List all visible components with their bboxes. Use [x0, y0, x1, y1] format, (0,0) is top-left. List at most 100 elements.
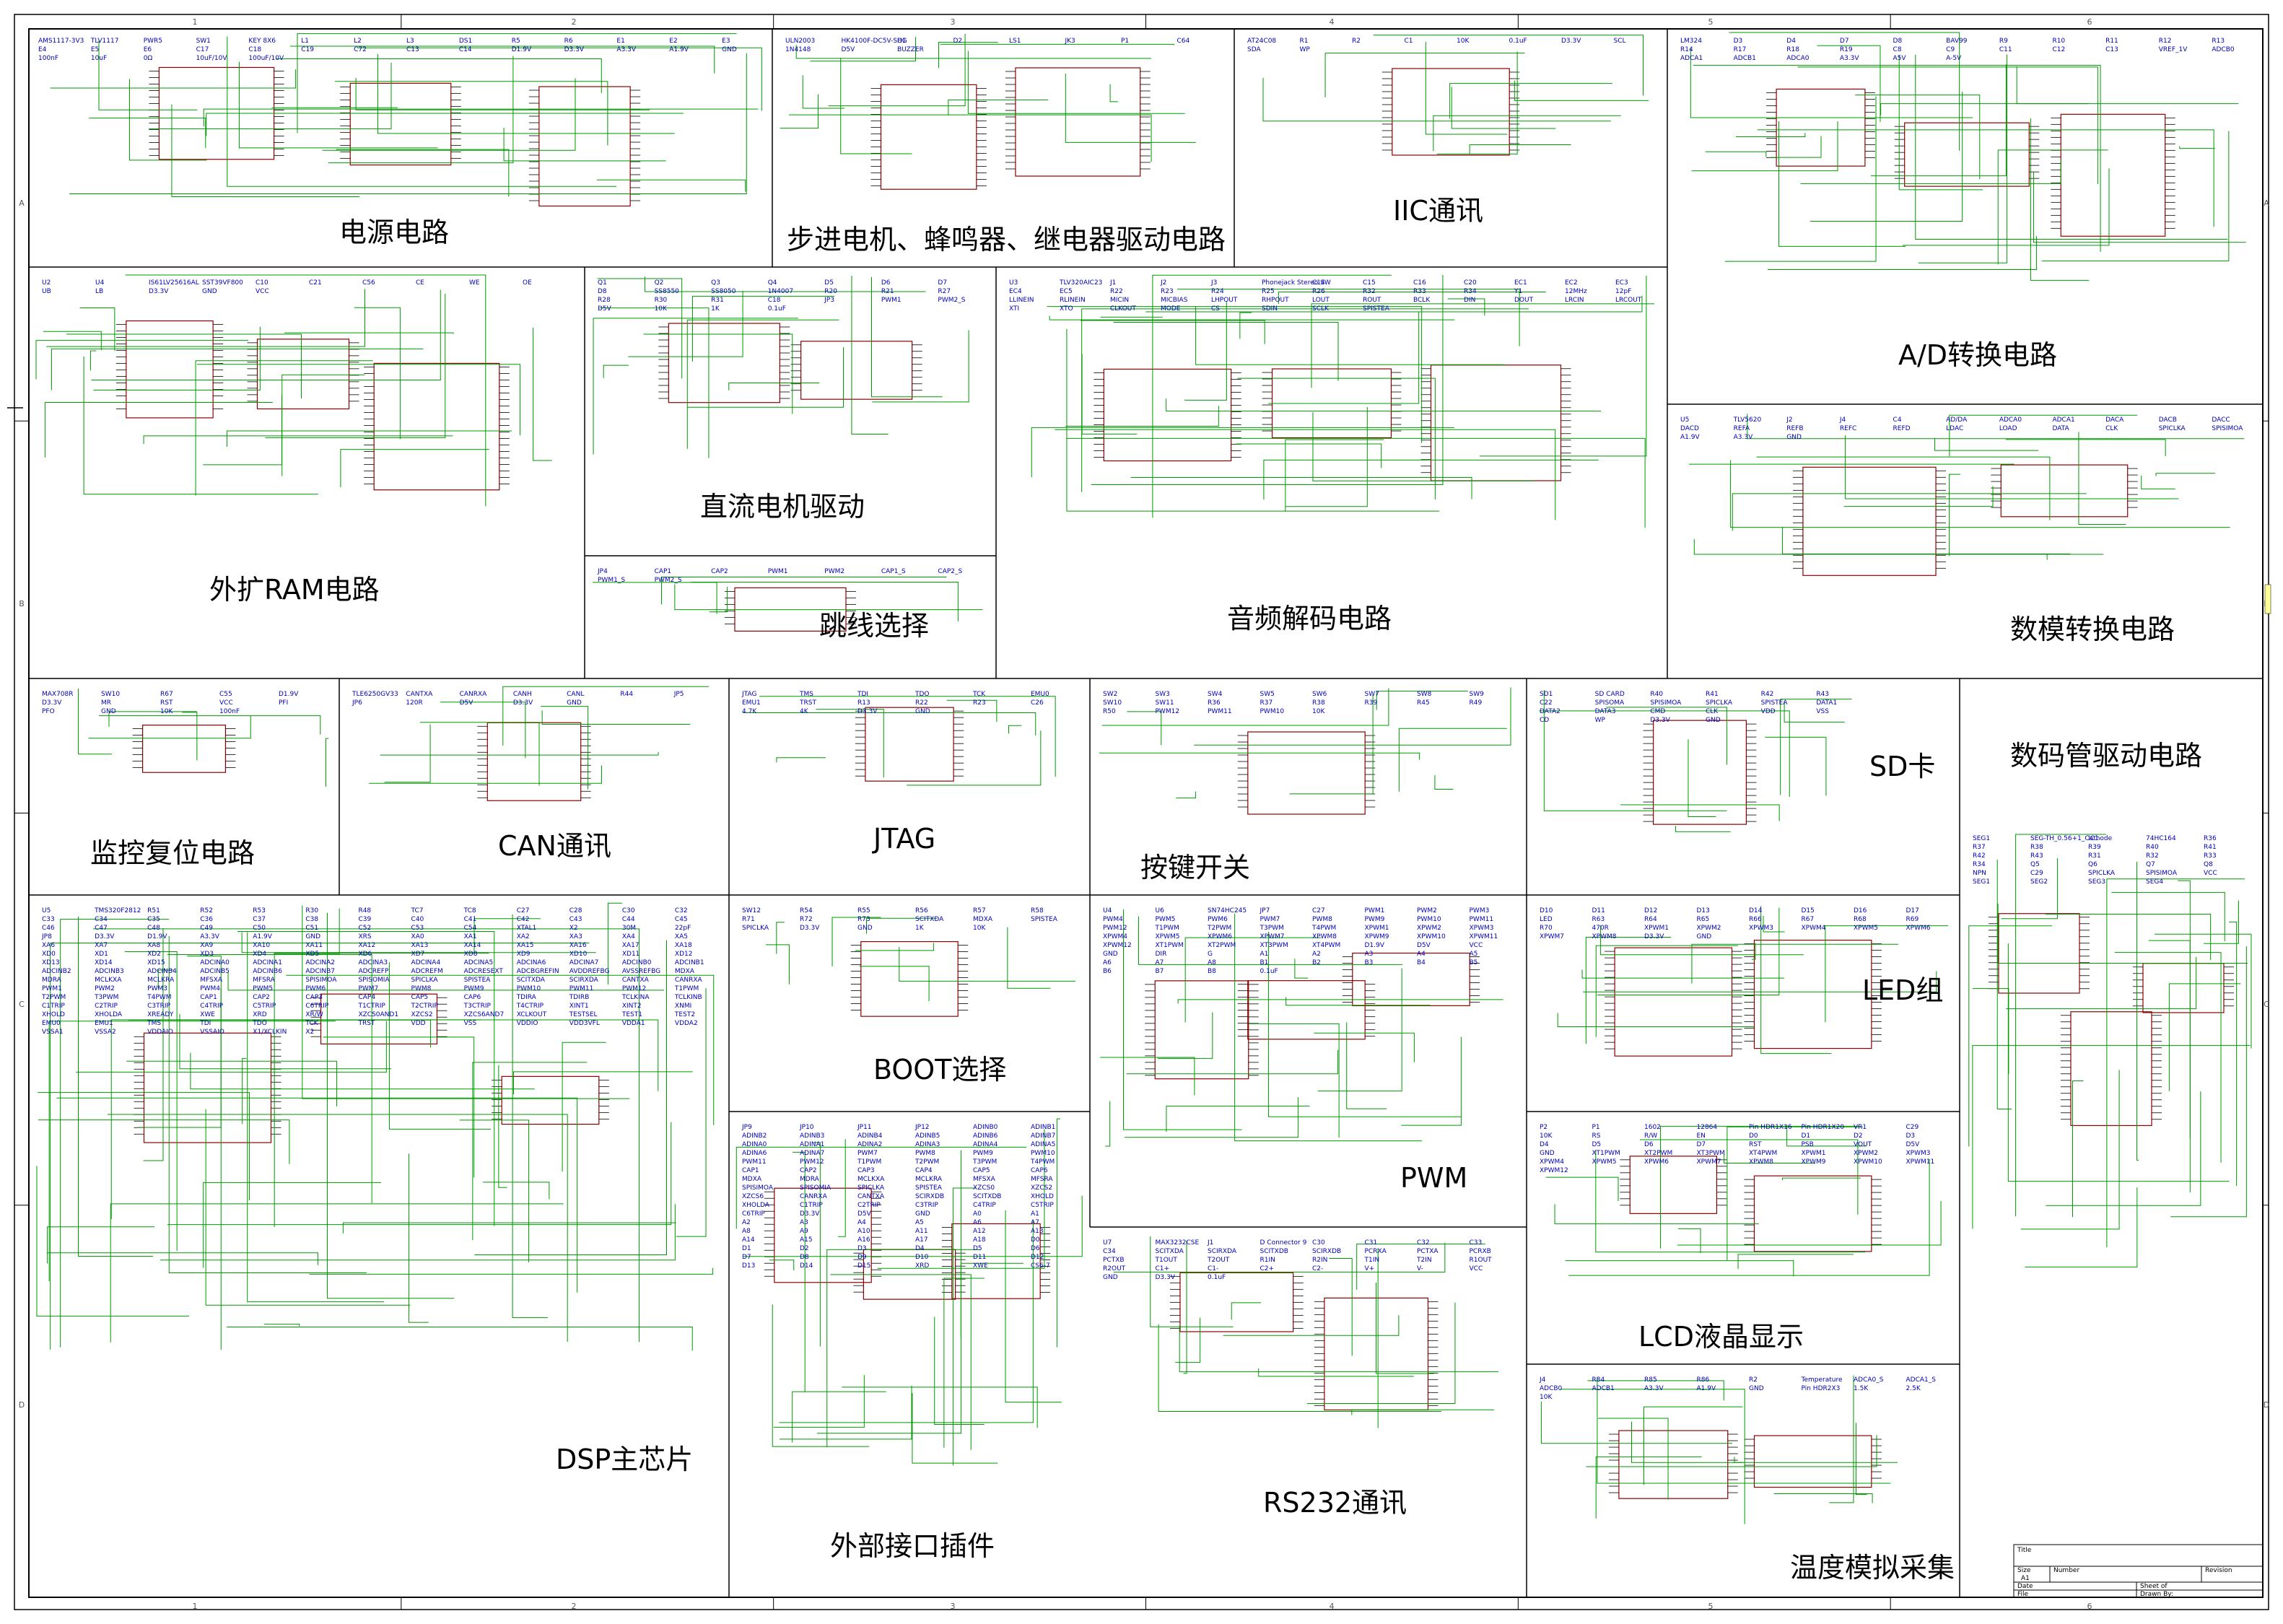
- component-label: D3.3V: [857, 708, 878, 715]
- chip-body: [349, 82, 452, 166]
- component-label: G: [1208, 951, 1213, 958]
- component-label: SN74HC245: [1208, 907, 1247, 914]
- wire: [2006, 956, 2197, 1010]
- component-label: Temperature: [1801, 1376, 1843, 1384]
- component-label: ADCB0: [1540, 1385, 1563, 1392]
- wire: [1183, 1241, 1187, 1374]
- component-label: XPWM6: [1208, 933, 1232, 940]
- wire: [1401, 1036, 1462, 1126]
- component-label: 1K: [915, 925, 925, 932]
- component-label: X2: [569, 925, 578, 932]
- zone-col-label: 5: [1708, 1602, 1714, 1611]
- component-label: L3: [406, 38, 414, 45]
- component-label: C14: [1312, 279, 1325, 287]
- component-label: C42: [517, 916, 530, 923]
- zone-row-label: D: [2264, 1400, 2269, 1410]
- component-label: T2CTRIP: [411, 1003, 439, 1010]
- component-label: C35: [147, 916, 160, 923]
- wire: [541, 710, 691, 725]
- component-label: PWM7: [1260, 916, 1280, 923]
- component-label: SDA: [1247, 46, 1261, 53]
- wire: [735, 1146, 1026, 1229]
- component-label: A17: [915, 1236, 928, 1244]
- component-label: GND: [305, 933, 320, 940]
- component-label: XPWM6: [1644, 1158, 1669, 1166]
- title-power: 电源电路: [339, 217, 449, 248]
- component-label: XPWM11: [1906, 1158, 1935, 1166]
- component-label: SPISIMOA: [2212, 425, 2243, 432]
- component-label: ADCB1: [1734, 55, 1756, 62]
- wire: [1734, 1457, 1743, 1463]
- wire: [1351, 1409, 1494, 1415]
- component-label: CAP2_S: [938, 568, 962, 575]
- component-label: XPWM5: [1592, 1158, 1617, 1166]
- component-label: XPWM12: [1540, 1167, 1568, 1174]
- wire: [1606, 707, 1727, 765]
- component-label: PWM1_S: [598, 577, 625, 584]
- zone-col-label: 5: [1708, 17, 1714, 27]
- component-label: CAP5: [411, 994, 429, 1001]
- component-label: SS8550: [655, 288, 680, 295]
- wire: [628, 291, 743, 357]
- chip-body: [1103, 368, 1232, 462]
- wire: [1126, 1049, 1339, 1075]
- component-label: C51: [305, 925, 318, 932]
- component-label: A1.9V: [1680, 434, 1700, 441]
- wire: [1934, 437, 2039, 451]
- wire: [1825, 925, 1949, 1023]
- component-label: XD14: [95, 959, 113, 966]
- component-label: D2: [953, 38, 963, 45]
- component-label: SPISOMA: [1595, 699, 1625, 707]
- title-block: Title Size A1 Number Revision Date File …: [2013, 1544, 2264, 1598]
- component-label: R52: [200, 907, 213, 914]
- wire: [766, 944, 790, 985]
- component-label: R2OUT: [1103, 1265, 1126, 1272]
- wire: [1294, 959, 1309, 979]
- wire: [90, 350, 97, 371]
- component-label: REFA: [1734, 425, 1750, 432]
- component-label: JP11: [857, 1124, 872, 1131]
- wire: [1124, 1097, 1298, 1138]
- component-label: SEG4: [2146, 878, 2163, 886]
- component-label: A0: [973, 1210, 982, 1218]
- component-label: SPICLKA: [2088, 870, 2116, 877]
- wire: [44, 401, 273, 458]
- wire: [1581, 969, 1785, 979]
- component-label: A8: [742, 1228, 751, 1235]
- component-label: CLK: [1706, 708, 1719, 715]
- wire: [838, 1139, 846, 1237]
- component-label: SW7: [1365, 691, 1379, 698]
- component-label: C72: [354, 46, 367, 53]
- wire: [498, 1065, 507, 1188]
- component-label: D7: [938, 279, 947, 287]
- component-label: ADCINB6: [253, 968, 282, 975]
- component-label: C16: [1413, 279, 1426, 287]
- chip-body: [2060, 113, 2166, 237]
- wire: [286, 974, 715, 1125]
- chip-body: [1776, 88, 1866, 167]
- component-label: R37: [1973, 844, 1986, 851]
- component-label: XA9: [200, 942, 213, 949]
- wire: [562, 1042, 606, 1172]
- component-label: D0: [1031, 1236, 1040, 1244]
- wire: [1451, 87, 1556, 129]
- component-label: PWM9: [1365, 916, 1385, 923]
- wire: [36, 1166, 190, 1317]
- component-label: R51: [147, 907, 160, 914]
- component-label: TC7: [411, 907, 424, 914]
- chip-body: [800, 341, 913, 400]
- component-label: C50: [253, 925, 266, 932]
- component-label: R39: [2088, 844, 2101, 851]
- component-label: R43: [1816, 691, 1829, 698]
- wire: [828, 33, 966, 107]
- component-label: C49: [200, 925, 213, 932]
- component-label: B3: [1365, 959, 1374, 966]
- component-label: T2OUT: [1207, 1257, 1230, 1264]
- component-label: PWM7: [857, 1150, 878, 1157]
- component-label: D12: [1644, 907, 1657, 914]
- component-label: SW8: [1417, 691, 1432, 698]
- wire: [1314, 1032, 1415, 1062]
- wire: [203, 108, 759, 127]
- component-label: T3PWM: [1260, 925, 1284, 932]
- component-label: XA17: [622, 942, 639, 949]
